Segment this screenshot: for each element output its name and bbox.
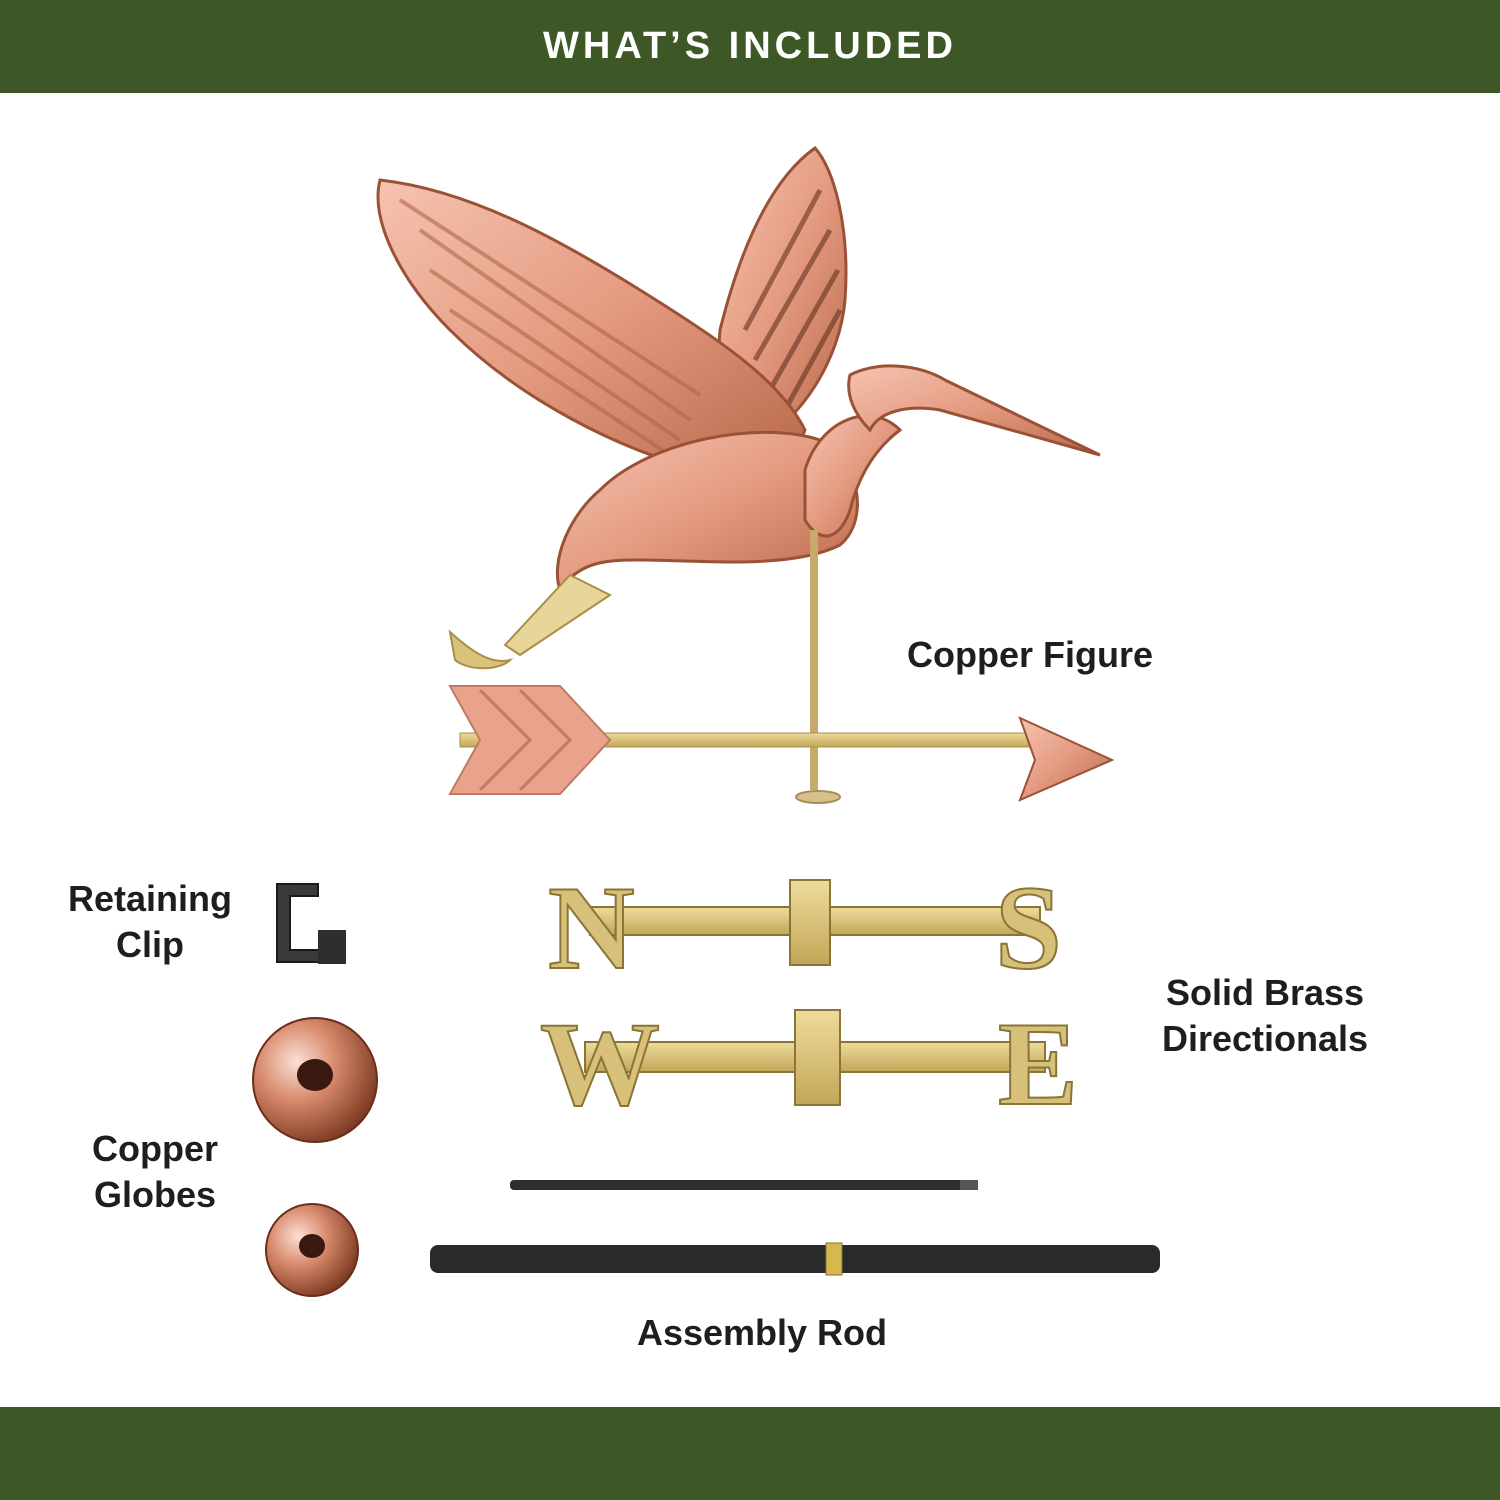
label-retaining-clip: Retaining Clip xyxy=(50,876,250,968)
brass-directionals: N S W E xyxy=(539,860,1079,1131)
label-solid-brass: Solid Brass Directionals xyxy=(1140,970,1390,1062)
copper-globes xyxy=(252,1017,378,1297)
label-copper-globes-line1: Copper xyxy=(92,1128,218,1169)
letter-north: N xyxy=(548,861,635,994)
label-copper-globes-line2: Globes xyxy=(93,1174,217,1215)
letter-west: W xyxy=(540,997,660,1130)
label-copper-globes: Copper Globes xyxy=(70,1126,240,1218)
label-retaining-clip-line2: Clip xyxy=(116,924,184,965)
heron-figure xyxy=(376,146,1101,804)
label-solid-brass-line2: Directionals xyxy=(1161,1018,1369,1059)
header-title: WHAT’S INCLUDED xyxy=(543,25,957,67)
label-assembly-rod: Assembly Rod xyxy=(636,1312,888,1353)
letter-east: E xyxy=(998,997,1078,1130)
label-retaining-clip-line1: Retaining xyxy=(67,878,232,919)
label-copper-figure: Copper Figure xyxy=(906,634,1153,675)
assembly-rods xyxy=(430,1180,1160,1276)
header-band: WHAT’S INCLUDED xyxy=(0,0,1500,93)
arrow xyxy=(448,685,1115,802)
label-solid-brass-line1: Solid Brass xyxy=(1165,972,1365,1013)
footer-band xyxy=(0,1407,1500,1500)
letter-south: S xyxy=(995,861,1062,994)
retaining-clip xyxy=(276,883,346,964)
